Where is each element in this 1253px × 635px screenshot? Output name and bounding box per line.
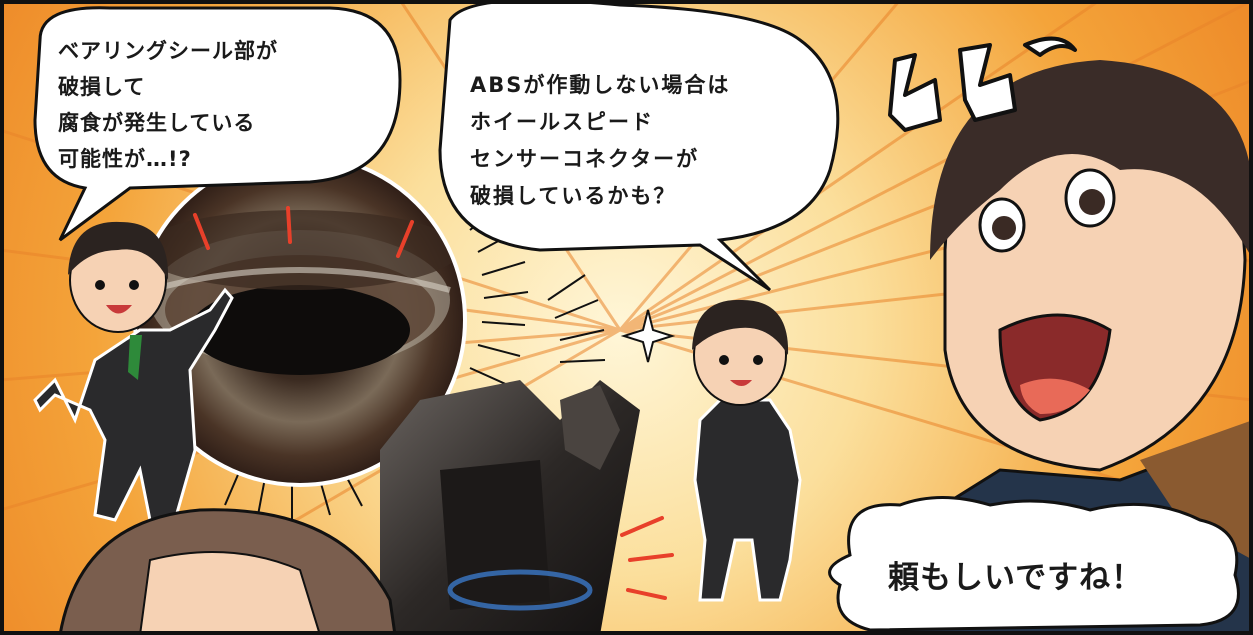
speech-line: 頼もしいですね！ <box>888 560 1144 596</box>
speech-text-middle: ABSが作動しない場合は ホイールスピード センサーコネクターが 破損しているか… <box>470 67 730 215</box>
speech-line: 腐食が発生している <box>58 111 256 135</box>
speech-bubble-right <box>828 496 1240 632</box>
woman-head-partial <box>58 508 397 635</box>
connector-photo <box>380 380 640 635</box>
businessman-middle <box>692 299 802 602</box>
speech-line: ベアリングシール部が <box>58 39 278 63</box>
emphasis-marks-right <box>620 516 674 600</box>
speech-bubble-left <box>33 6 402 242</box>
sound-effect-ooh <box>888 36 1077 132</box>
speech-line: ホイールスピード <box>470 110 654 134</box>
speech-line: 破損しているかも？ <box>470 184 677 208</box>
sparkle-icon <box>620 309 676 363</box>
emphasis-marks <box>193 206 414 258</box>
speech-line: 破損して <box>58 75 146 99</box>
speech-line: ABSが作動しない場合は <box>470 73 731 97</box>
speech-text-left: ベアリングシール部が 破損して 腐食が発生している 可能性が…!? <box>58 33 278 177</box>
speech-line: センサーコネクターが <box>470 147 700 171</box>
speech-line: 可能性が…!? <box>58 147 192 171</box>
speech-text-right: 頼もしいですね！ <box>888 558 1143 598</box>
